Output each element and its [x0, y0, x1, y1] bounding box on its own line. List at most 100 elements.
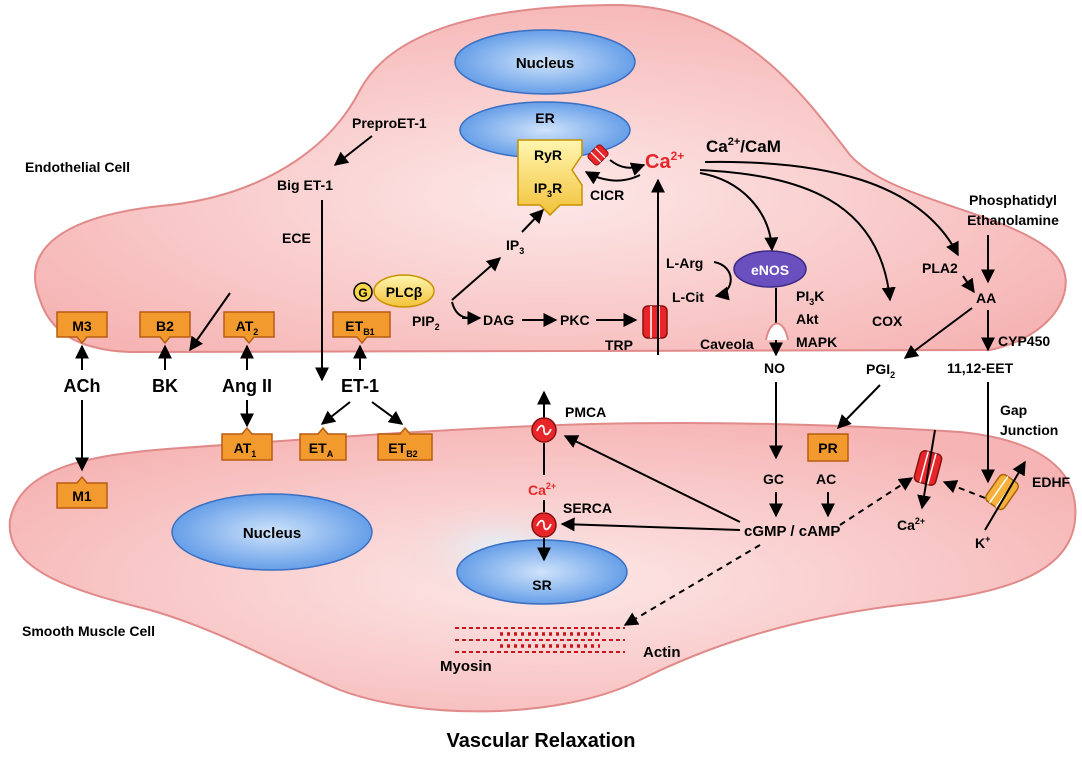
larg-to-lcit-arrow — [713, 261, 732, 301]
pla2-to-aa-arrow — [961, 275, 975, 294]
ca-cam-label: Ca2+/CaM — [706, 136, 781, 156]
caveola-label: Caveola — [700, 336, 754, 352]
actin-label: Actin — [643, 644, 681, 661]
ca-smc-label: Ca2+ — [528, 481, 556, 498]
m3-receptor: M3 — [56, 311, 108, 345]
at2-receptor: AT2 — [223, 311, 275, 345]
ca-to-pla2-arrow — [704, 160, 959, 257]
sr-label: SR — [532, 577, 551, 593]
smc-nucleus-label: Nucleus — [243, 525, 301, 542]
cgmp-to-actin-dashed-arrow — [623, 544, 761, 626]
g-protein-icon — [353, 282, 373, 302]
cicr-arrow — [584, 171, 641, 185]
cyp450-label: CYP450 — [998, 333, 1050, 349]
myosin-label: Myosin — [440, 658, 492, 675]
pmca-label: PMCA — [565, 404, 606, 420]
eet-label: 11,12-EET — [947, 360, 1014, 376]
svg-text:AT2: AT2 — [236, 318, 259, 337]
cicr-label: CICR — [590, 187, 624, 203]
cgmp-to-serca-arrow — [560, 517, 741, 532]
er-label: ER — [535, 110, 554, 126]
pi3k-label: PI3K — [796, 288, 824, 307]
pr-receptor: PR — [807, 433, 849, 462]
k-to-ca-channel-dashed-arrow — [942, 480, 986, 499]
ryr-to-ca-arrow — [609, 159, 646, 176]
ac-label: AC — [816, 471, 836, 487]
akt-label: Akt — [796, 311, 819, 327]
etb2-receptor: ETB2 — [377, 426, 433, 461]
enos-label: eNOS — [751, 262, 789, 278]
ang2-label: Ang II — [222, 376, 272, 396]
plcb-label: PLCβ — [386, 284, 423, 300]
ip3-label: IP3 — [506, 237, 524, 256]
etb1-receptor: ETB1 — [332, 311, 391, 345]
cgmp-to-pmca-arrow — [563, 435, 741, 523]
actin-myosin-filaments — [455, 627, 625, 653]
prepro-to-bigEt-arrow — [333, 135, 373, 166]
camp-to-ca-channel-dashed-arrow — [839, 477, 914, 526]
endothelial-nucleus — [454, 29, 636, 95]
ip3-to-ip3r-arrow — [521, 208, 544, 233]
ca-to-enos-arrow — [699, 172, 779, 252]
svg-text:ETA: ETA — [309, 440, 334, 459]
svg-text:AT1: AT1 — [234, 440, 257, 459]
b2-receptor: B2 — [139, 311, 191, 345]
gc-label: GC — [763, 471, 784, 487]
trp-channel-icon — [642, 305, 668, 339]
g-protein-label: G — [358, 286, 367, 300]
preproet1-label: PreproET-1 — [352, 115, 427, 131]
edhf-label: EDHF — [1032, 474, 1071, 490]
svg-text:ETB1: ETB1 — [345, 318, 374, 337]
svg-text:ETB2: ETB2 — [388, 440, 417, 459]
at2-to-b2-arrow — [189, 292, 231, 352]
cox-label: COX — [872, 313, 903, 329]
diagram-caption: Vascular Relaxation — [446, 730, 636, 752]
svg-text:M1: M1 — [72, 488, 92, 504]
smc-nucleus — [171, 493, 373, 571]
aa-to-pgi2-arrow — [903, 307, 973, 359]
ryr-ip3r-receptor — [517, 139, 583, 217]
eta-receptor: ETA — [299, 426, 347, 461]
pgi2-label: PGI2 — [866, 361, 895, 380]
pgi2-to-pr-arrow — [837, 384, 881, 430]
at1-receptor: AT1 — [221, 426, 273, 461]
ip3r-label: IP3R — [534, 180, 562, 199]
pip2-label: PIP2 — [412, 313, 440, 332]
mapk-label: MAPK — [796, 334, 837, 350]
myosin-filaments — [500, 632, 600, 648]
et1-to-eta-arrow — [320, 401, 351, 425]
endothelial-cell-label: Endothelial Cell — [25, 159, 130, 175]
dag-label: DAG — [483, 312, 514, 328]
cgmp-camp-label: cGMP / cAMP — [744, 523, 840, 540]
aa-label: AA — [976, 290, 996, 306]
caveola-icon — [765, 322, 789, 341]
serca-wave — [536, 519, 552, 531]
et1-to-etb2-arrow — [371, 401, 404, 425]
ca-to-cox-arrow — [699, 169, 896, 302]
ryr-channel-icon — [587, 144, 609, 166]
trp-label: TRP — [605, 337, 633, 353]
sr-organelle — [456, 539, 628, 605]
pmca-wave — [536, 424, 552, 436]
k-efflux-arrow — [984, 460, 1026, 531]
ece-label: ECE — [282, 230, 311, 246]
endothelial-nucleus-label: Nucleus — [516, 55, 574, 72]
smooth-muscle-cell-label: Smooth Muscle Cell — [22, 623, 155, 639]
pkc-label: PKC — [560, 312, 590, 328]
et1-label: ET-1 — [341, 376, 379, 396]
larg-label: L-Arg — [666, 255, 703, 271]
ryr-label: RyR — [534, 147, 562, 163]
svg-text:M3: M3 — [72, 318, 92, 334]
pla2-label: PLA2 — [922, 260, 958, 276]
lcit-label: L-Cit — [672, 289, 704, 305]
plcb-enzyme — [373, 274, 435, 308]
pip2-to-ip3-arrow — [451, 257, 502, 301]
no-label: NO — [764, 360, 785, 376]
ca-endothelial-label: Ca2+ — [645, 149, 684, 173]
big-et1-label: Big ET-1 — [277, 177, 333, 193]
k-ion-label: K+ — [975, 534, 990, 551]
bk-label: BK — [152, 376, 178, 396]
